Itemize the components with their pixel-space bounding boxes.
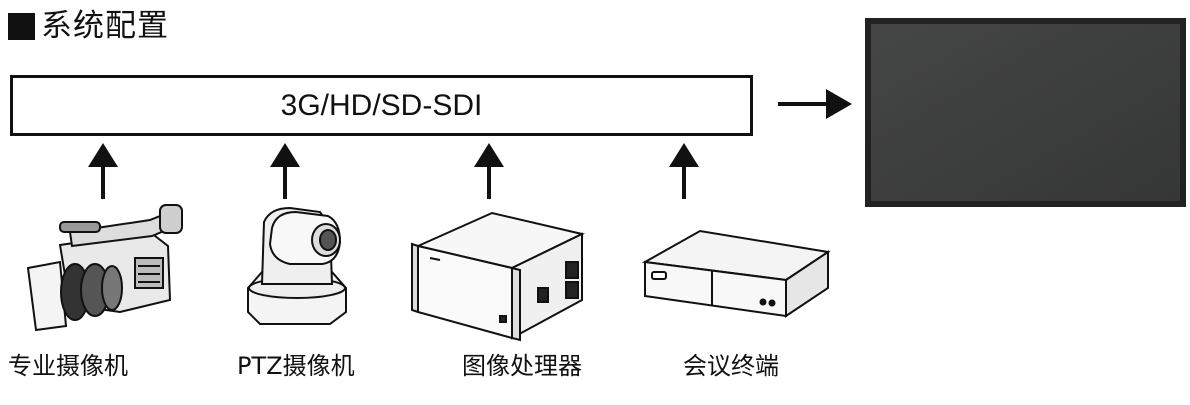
sdi-bus-box: 3G/HD/SD-SDI — [10, 75, 753, 136]
title-square-bullet — [8, 12, 35, 40]
monitor-icon — [865, 18, 1186, 207]
camcorder-icon — [26, 204, 183, 332]
input-arrow-conference — [669, 143, 699, 199]
image-processor-icon — [411, 211, 585, 342]
conference-terminal-icon — [641, 229, 831, 318]
title-text: 系统配置 — [41, 8, 169, 44]
input-arrow-ptz — [270, 143, 300, 199]
device-label-conference: 会议终端 — [683, 352, 779, 380]
device-label-processor: 图像处理器 — [462, 352, 582, 380]
device-label-ptz: PTZ摄像机 — [237, 352, 355, 380]
input-arrow-camcorder — [88, 143, 118, 199]
output-arrow — [778, 89, 852, 119]
device-label-camcorder: 专业摄像机 — [8, 352, 128, 380]
input-arrow-processor — [474, 143, 504, 199]
section-title: 系统配置 — [8, 6, 169, 46]
ptz-camera-icon — [247, 206, 347, 325]
sdi-bus-label: 3G/HD/SD-SDI — [280, 88, 483, 122]
